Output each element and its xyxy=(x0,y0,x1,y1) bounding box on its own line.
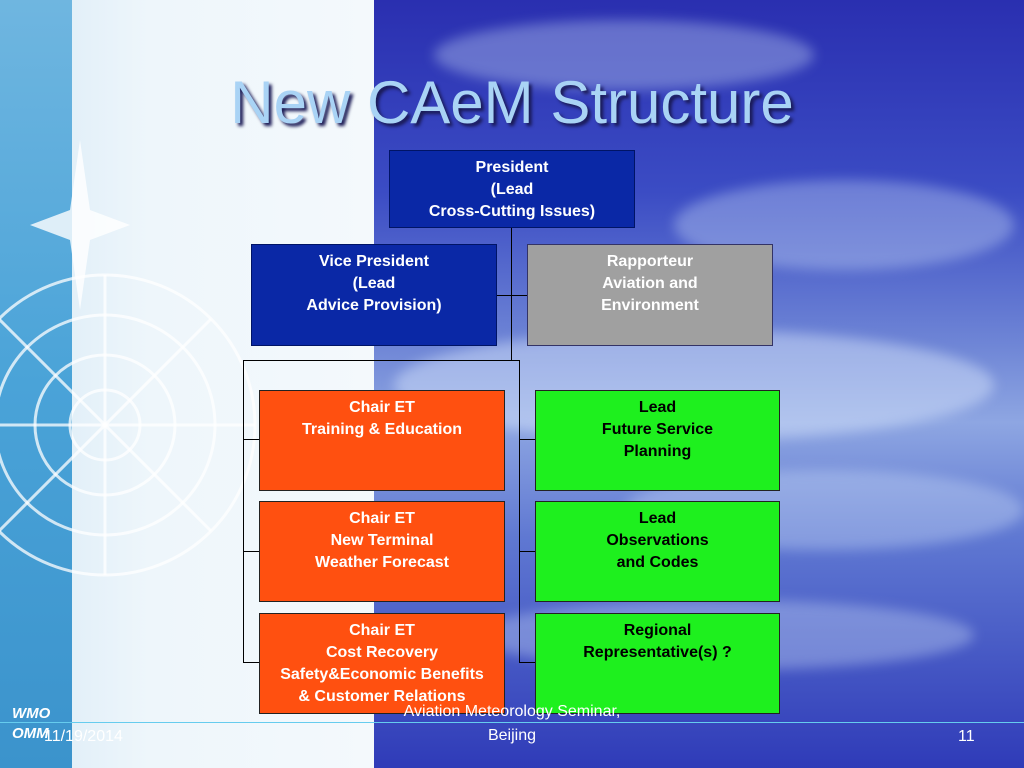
rapporteur-box: Rapporteur Aviation and Environment xyxy=(527,244,773,346)
connector-line xyxy=(519,360,520,663)
box-line: Chair ET xyxy=(349,399,415,416)
box-line: Safety&Economic Benefits xyxy=(280,666,484,683)
connector-line xyxy=(519,439,535,440)
connector-line xyxy=(243,551,259,552)
box-line: & Customer Relations xyxy=(298,688,466,705)
box-line: Vice President xyxy=(319,253,429,270)
box-line: Chair ET xyxy=(349,622,415,639)
connector-line xyxy=(511,228,512,360)
connector-line xyxy=(519,551,535,552)
regional-box: Regional Representative(s) ? xyxy=(535,613,780,714)
wmo-emblem-icon xyxy=(0,273,257,577)
vice-president-box: Vice President (Lead Advice Provision) xyxy=(251,244,497,346)
footer-line-1: Aviation Meteorology Seminar, xyxy=(403,703,621,720)
box-line: Weather Forecast xyxy=(315,554,449,571)
box-line: Cost Recovery xyxy=(325,644,439,661)
footer-center-text: Aviation Meteorology Seminar, Beijing xyxy=(362,700,662,748)
box-line: Observations xyxy=(606,532,709,549)
box-line: Rapporteur xyxy=(606,253,694,270)
president-box: President (Lead Cross-Cutting Issues) xyxy=(389,150,635,228)
chair-terminal-box: Chair ET New Terminal Weather Forecast xyxy=(259,501,505,602)
lead-observations-box: Lead Observations and Codes xyxy=(535,501,780,602)
page-number: 11 xyxy=(958,728,975,745)
box-line: Planning xyxy=(623,443,692,460)
box-line: Representative(s) ? xyxy=(583,644,732,661)
box-line: (Lead xyxy=(352,275,396,292)
connector-line xyxy=(497,295,527,296)
footer-divider xyxy=(0,722,1024,723)
box-line: and Codes xyxy=(616,554,699,571)
box-line: Cross-Cutting Issues) xyxy=(428,203,596,220)
lead-future-box: Lead Future Service Planning xyxy=(535,390,780,491)
box-line: Future Service xyxy=(601,421,714,438)
box-line: Lead xyxy=(638,510,677,527)
chair-cost-box: Chair ET Cost Recovery Safety&Economic B… xyxy=(259,613,505,714)
background-left-strip xyxy=(0,0,72,768)
box-line: Advice Provision) xyxy=(306,297,442,314)
connector-line xyxy=(243,360,519,361)
logo-line: OMM xyxy=(12,725,49,742)
box-line: Training & Education xyxy=(301,421,462,438)
compass-star-icon xyxy=(30,140,130,310)
box-line: Lead xyxy=(638,399,677,416)
slide-title: New CAeM Structure xyxy=(230,69,794,136)
box-line: Aviation and xyxy=(602,275,698,292)
footer-date: 11/19/2014 xyxy=(44,728,123,745)
connector-line xyxy=(243,662,259,663)
box-line: President xyxy=(475,159,549,176)
connector-line xyxy=(243,360,244,663)
logo-line: WMO xyxy=(12,705,51,722)
box-line: New Terminal xyxy=(330,532,434,549)
box-line: Environment xyxy=(601,297,699,314)
connector-line xyxy=(243,439,259,440)
chair-training-box: Chair ET Training & Education xyxy=(259,390,505,491)
box-line: (Lead xyxy=(490,181,534,198)
connector-line xyxy=(519,662,535,663)
box-line: Chair ET xyxy=(349,510,415,527)
box-line: Regional xyxy=(623,622,692,639)
footer-line-2: Beijing xyxy=(487,727,537,744)
wmo-logo: WMO OMM xyxy=(12,704,50,744)
